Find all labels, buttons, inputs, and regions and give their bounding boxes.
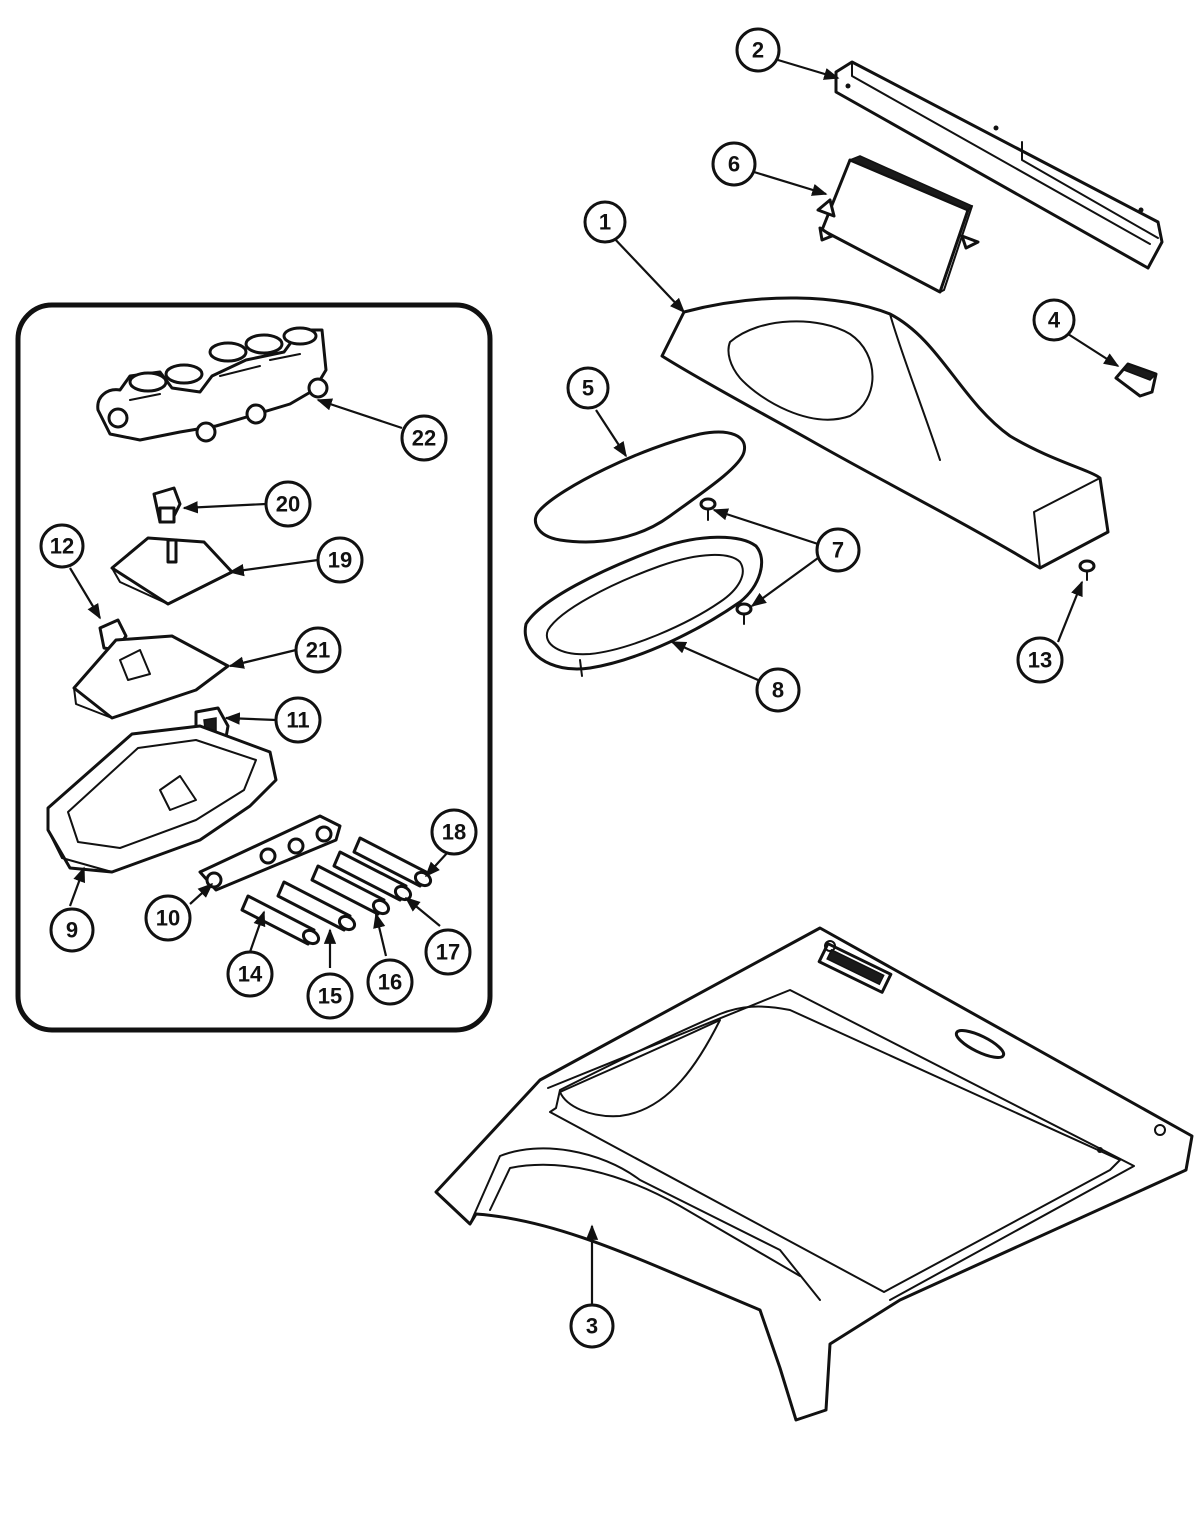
callout-5: 5 (566, 366, 610, 410)
callout-17-label: 17 (436, 940, 460, 965)
callout-8-label: 8 (772, 678, 784, 703)
leader-19 (228, 558, 319, 577)
callout-19-label: 19 (328, 548, 352, 573)
part-7-screw-b (735, 602, 753, 625)
leader-16 (373, 912, 388, 957)
callout-11: 11 (274, 696, 322, 744)
callout-21-label: 21 (306, 638, 330, 663)
leader-12 (69, 567, 101, 620)
callout-22-label: 22 (412, 426, 436, 451)
leader-10 (189, 882, 214, 905)
callout-7: 7 (815, 527, 861, 573)
part-3-top-panel (434, 926, 1194, 1422)
leader-18 (424, 851, 449, 878)
leader-13 (1056, 580, 1084, 643)
callout-11-label: 11 (286, 708, 309, 733)
leader-21 (228, 648, 297, 669)
callout-1-label: 1 (599, 210, 611, 235)
part-19-tray (110, 536, 234, 606)
callout-15-label: 15 (318, 984, 342, 1009)
callout-7-label: 7 (832, 538, 844, 563)
part-17-hose (332, 850, 413, 902)
leader-8 (670, 640, 759, 682)
valve-kit-frame (15, 302, 493, 1033)
part-10-manifold (198, 814, 342, 892)
part-13-screw (1078, 559, 1096, 581)
callout-16: 16 (366, 958, 414, 1006)
callout-8: 8 (755, 667, 801, 713)
callout-22: 22 (400, 414, 448, 462)
leader-lines (68, 58, 1120, 1306)
callout-2: 2 (735, 27, 781, 73)
part-1-console (660, 296, 1110, 570)
leader-1 (611, 235, 686, 314)
callout-6: 6 (711, 141, 757, 187)
part-15-hose (276, 880, 357, 932)
callout-16-label: 16 (378, 970, 402, 995)
callout-9: 9 (49, 907, 95, 953)
callout-20-label: 20 (276, 492, 300, 517)
callout-6-label: 6 (728, 152, 740, 177)
part-5-cover (534, 430, 747, 544)
callout-20: 20 (264, 480, 312, 528)
leader-2 (777, 58, 840, 80)
leader-7a (712, 508, 819, 546)
part-4-switch (1114, 362, 1158, 398)
part-6-control-module (816, 155, 980, 294)
part-8-bezel (523, 535, 764, 677)
leader-14 (248, 910, 266, 953)
part-20-nozzle (152, 486, 182, 524)
callout-5-label: 5 (582, 376, 594, 401)
callout-2-label: 2 (752, 38, 764, 63)
callout-3: 3 (569, 1303, 615, 1349)
leader-11 (224, 712, 277, 725)
callout-1: 1 (583, 200, 627, 244)
callout-19: 19 (316, 536, 364, 584)
part-2-rear-bracket (834, 60, 1164, 270)
leader-5 (595, 409, 627, 458)
callout-18: 18 (430, 808, 478, 856)
part-21-dispenser-tray (72, 634, 230, 720)
leader-6 (753, 170, 828, 196)
callout-13-label: 13 (1028, 648, 1052, 673)
leader-20 (182, 501, 267, 514)
callout-18-label: 18 (442, 820, 466, 845)
leader-22 (316, 398, 403, 430)
leader-4 (1067, 333, 1120, 367)
callout-3-label: 3 (586, 1314, 598, 1339)
callout-12-label: 12 (50, 534, 74, 559)
callout-4-label: 4 (1048, 308, 1061, 333)
callout-21: 21 (294, 626, 342, 674)
leader-17 (404, 897, 441, 927)
part-14-hose (240, 894, 321, 946)
leader-9 (68, 866, 86, 907)
part-22-water-valve (96, 326, 329, 443)
callout-15: 15 (306, 972, 354, 1020)
callout-10: 10 (144, 894, 192, 942)
callout-14: 14 (226, 950, 274, 998)
callout-14-label: 14 (238, 962, 263, 987)
callout-17: 17 (424, 928, 472, 976)
callout-13: 13 (1016, 636, 1064, 684)
part-9-dispenser-housing (46, 724, 278, 874)
callout-12: 12 (39, 523, 85, 569)
callout-4: 4 (1032, 298, 1076, 342)
callout-10-label: 10 (156, 906, 180, 931)
callout-9-label: 9 (66, 918, 78, 943)
leader-7b (750, 557, 819, 607)
part-7-screw-a (699, 497, 717, 521)
